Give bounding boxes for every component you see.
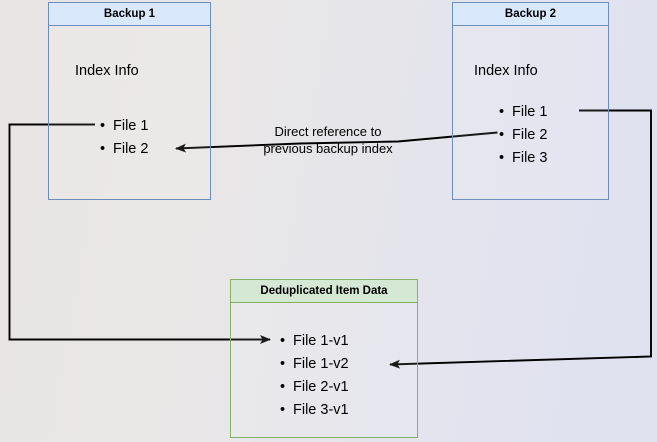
list-item: File 2 <box>499 124 547 147</box>
edge-label-direct-reference: Direct reference to previous backup inde… <box>263 124 393 156</box>
node-backup-2-header: Backup 2 <box>453 3 608 26</box>
node-backup-2-body: Index Info File 1 File 2 File 3 <box>453 26 608 199</box>
list-item: File 1-v2 <box>280 353 349 376</box>
list-item: File 1-v1 <box>280 330 349 353</box>
list-item: File 1 <box>100 115 148 138</box>
backup-2-index-info-label: Index Info <box>474 63 538 79</box>
node-backup-1-body: Index Info File 1 File 2 <box>49 26 210 199</box>
backup-1-index-info-label: Index Info <box>75 63 139 79</box>
edge-backup1-to-dedup <box>8 123 271 344</box>
list-item: File 2 <box>100 138 148 161</box>
node-deduplicated-item-data[interactable]: Deduplicated Item Data File 1-v1 File 1-… <box>230 279 418 438</box>
node-dedup-header: Deduplicated Item Data <box>231 280 417 303</box>
backup-2-file-list: File 1 File 2 File 3 <box>499 101 547 170</box>
list-item: File 2-v1 <box>280 376 349 399</box>
node-backup-1-header: Backup 1 <box>49 3 210 26</box>
edge-backup2-to-dedup <box>389 109 652 369</box>
list-item: File 3-v1 <box>280 399 349 422</box>
node-backup-2[interactable]: Backup 2 Index Info File 1 File 2 File 3 <box>452 2 609 200</box>
node-backup-1[interactable]: Backup 1 Index Info File 1 File 2 <box>48 2 211 200</box>
dedup-file-list: File 1-v1 File 1-v2 File 2-v1 File 3-v1 <box>280 330 349 422</box>
backup-1-file-list: File 1 File 2 <box>100 115 148 161</box>
node-dedup-body: File 1-v1 File 1-v2 File 2-v1 File 3-v1 <box>231 303 417 437</box>
list-item: File 3 <box>499 147 547 170</box>
list-item: File 1 <box>499 101 547 124</box>
edge-backup2-to-backup1 <box>175 131 498 153</box>
